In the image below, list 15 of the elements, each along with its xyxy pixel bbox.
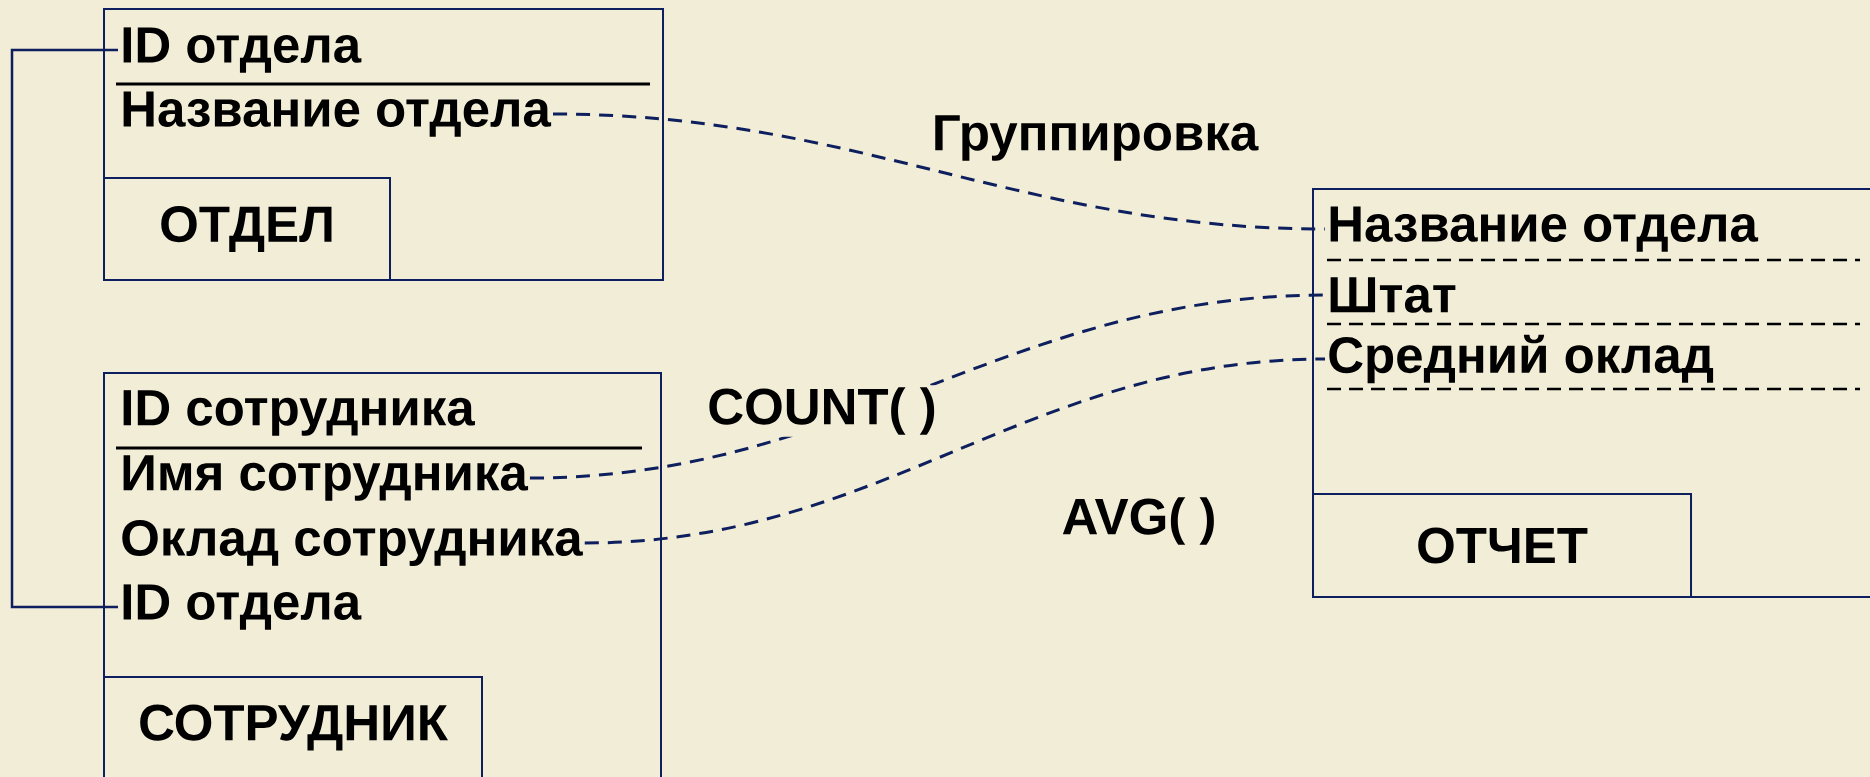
edge-label: Группировка [929,113,1261,163]
dashed-connector [552,112,1326,231]
field-label: Название отдела [1330,206,1759,252]
field-label: ID отдела [123,584,362,630]
field-label: ID сотрудника [123,390,475,436]
field-label: Имя сотрудника [123,455,529,501]
field-label: ID отдела [123,27,362,73]
edge-label: AVG( ) [1059,495,1219,547]
field-label: Оклад сотрудника [122,519,583,567]
field-label: Штат [1330,277,1456,313]
dashed-connector [584,357,1326,545]
connector-line [10,48,118,609]
field-label: Название отдела [123,91,552,137]
field-label: Средний оклад [1329,334,1714,384]
edge-label: COUNT( ) [705,385,939,437]
